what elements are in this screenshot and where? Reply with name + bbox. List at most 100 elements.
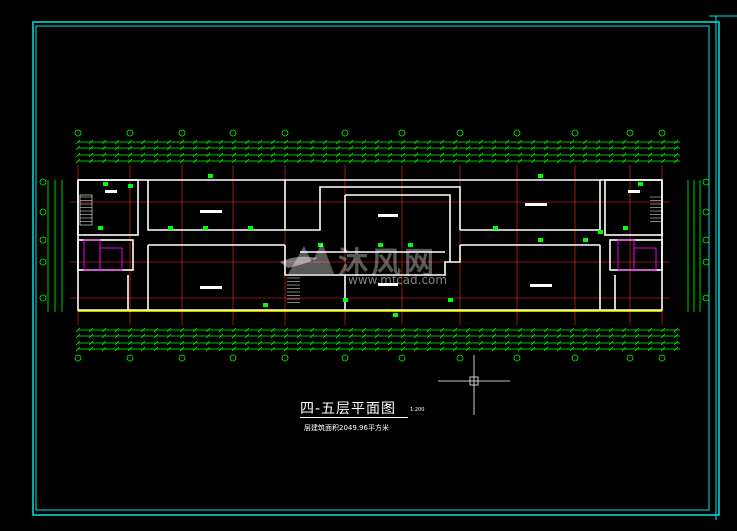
dim-tick bbox=[582, 158, 588, 164]
door-window-marker bbox=[203, 226, 208, 230]
dim-tick bbox=[166, 158, 172, 164]
stairs-left bbox=[79, 194, 93, 226]
dim-tick bbox=[231, 139, 237, 145]
dim-tick bbox=[673, 346, 679, 352]
dim-tick bbox=[244, 333, 250, 339]
dim-tick bbox=[439, 340, 445, 346]
dim-tick bbox=[335, 152, 341, 158]
dim-tick bbox=[101, 152, 107, 158]
dim-tick bbox=[88, 333, 94, 339]
dim-tick bbox=[621, 158, 627, 164]
dim-tick bbox=[569, 340, 575, 346]
dim-tick bbox=[127, 327, 133, 333]
dim-tick bbox=[192, 145, 198, 151]
axis-bubble-top bbox=[456, 129, 464, 137]
dim-tick bbox=[413, 152, 419, 158]
dim-tick bbox=[231, 340, 237, 346]
dim-tick bbox=[452, 139, 458, 145]
dim-tick bbox=[491, 139, 497, 145]
outer-frame bbox=[32, 21, 720, 516]
dim-tick bbox=[400, 333, 406, 339]
dim-tick bbox=[452, 327, 458, 333]
dim-tick bbox=[478, 158, 484, 164]
dim-tick bbox=[140, 145, 146, 151]
dim-tick bbox=[374, 346, 380, 352]
door-window-marker bbox=[98, 226, 103, 230]
dim-tick bbox=[231, 158, 237, 164]
axis-bubble-top bbox=[658, 129, 666, 137]
dim-tick bbox=[75, 139, 81, 145]
dim-tick bbox=[608, 333, 614, 339]
dim-tick bbox=[647, 158, 653, 164]
dim-tick bbox=[166, 145, 172, 151]
dim-tick bbox=[647, 327, 653, 333]
dim-tick bbox=[153, 327, 159, 333]
dim-tick bbox=[166, 333, 172, 339]
axis-bubbles bbox=[39, 129, 710, 362]
dim-tick bbox=[192, 152, 198, 158]
axis-bubble-right bbox=[702, 208, 710, 216]
dim-tick bbox=[296, 145, 302, 151]
dim-tick bbox=[452, 346, 458, 352]
dim-tick bbox=[270, 340, 276, 346]
dim-tick bbox=[179, 158, 185, 164]
dim-tick bbox=[452, 333, 458, 339]
dim-tick bbox=[179, 139, 185, 145]
dim-tick bbox=[283, 333, 289, 339]
dim-tick bbox=[530, 346, 536, 352]
dim-tick bbox=[348, 158, 354, 164]
dim-tick bbox=[634, 346, 640, 352]
axis-bubble-top bbox=[513, 129, 521, 137]
dim-tick bbox=[309, 139, 315, 145]
door-window-marker bbox=[103, 182, 108, 186]
dim-tick bbox=[361, 327, 367, 333]
axis-bubble-bottom bbox=[658, 354, 666, 362]
dim-tick bbox=[413, 333, 419, 339]
dim-tick bbox=[478, 346, 484, 352]
door-window-marker bbox=[263, 303, 268, 307]
dim-tick bbox=[621, 139, 627, 145]
dim-tick bbox=[296, 152, 302, 158]
door-window-marker bbox=[623, 226, 628, 230]
dim-tick bbox=[114, 340, 120, 346]
dim-tick bbox=[205, 139, 211, 145]
dim-tick bbox=[153, 340, 159, 346]
dim-tick bbox=[608, 158, 614, 164]
dim-tick bbox=[166, 327, 172, 333]
dim-tick bbox=[413, 340, 419, 346]
dim-tick bbox=[218, 145, 224, 151]
dim-tick bbox=[543, 139, 549, 145]
dim-tick bbox=[504, 340, 510, 346]
dim-tick bbox=[465, 158, 471, 164]
dim-tick bbox=[673, 145, 679, 151]
dim-tick bbox=[413, 158, 419, 164]
dim-tick bbox=[244, 327, 250, 333]
axis-bubble-right bbox=[702, 178, 710, 186]
dim-tick bbox=[166, 346, 172, 352]
dim-tick bbox=[556, 145, 562, 151]
dim-tick bbox=[101, 158, 107, 164]
dim-tick bbox=[517, 327, 523, 333]
dim-tick bbox=[530, 327, 536, 333]
axis-bubble-top bbox=[626, 129, 634, 137]
dim-tick bbox=[140, 346, 146, 352]
dim-tick bbox=[231, 346, 237, 352]
dim-tick bbox=[114, 152, 120, 158]
dim-tick bbox=[595, 333, 601, 339]
dim-tick bbox=[517, 346, 523, 352]
dim-tick bbox=[413, 139, 419, 145]
dim-tick bbox=[673, 158, 679, 164]
dim-tick bbox=[413, 145, 419, 151]
dim-tick bbox=[270, 333, 276, 339]
dim-tick bbox=[569, 346, 575, 352]
dim-tick bbox=[348, 139, 354, 145]
dim-tick bbox=[374, 152, 380, 158]
dim-tick bbox=[101, 145, 107, 151]
dim-tick bbox=[556, 340, 562, 346]
dim-tick bbox=[452, 340, 458, 346]
dim-tick bbox=[218, 340, 224, 346]
dim-tick bbox=[322, 158, 328, 164]
dim-tick bbox=[530, 333, 536, 339]
dim-tick bbox=[673, 340, 679, 346]
dim-tick bbox=[426, 333, 432, 339]
